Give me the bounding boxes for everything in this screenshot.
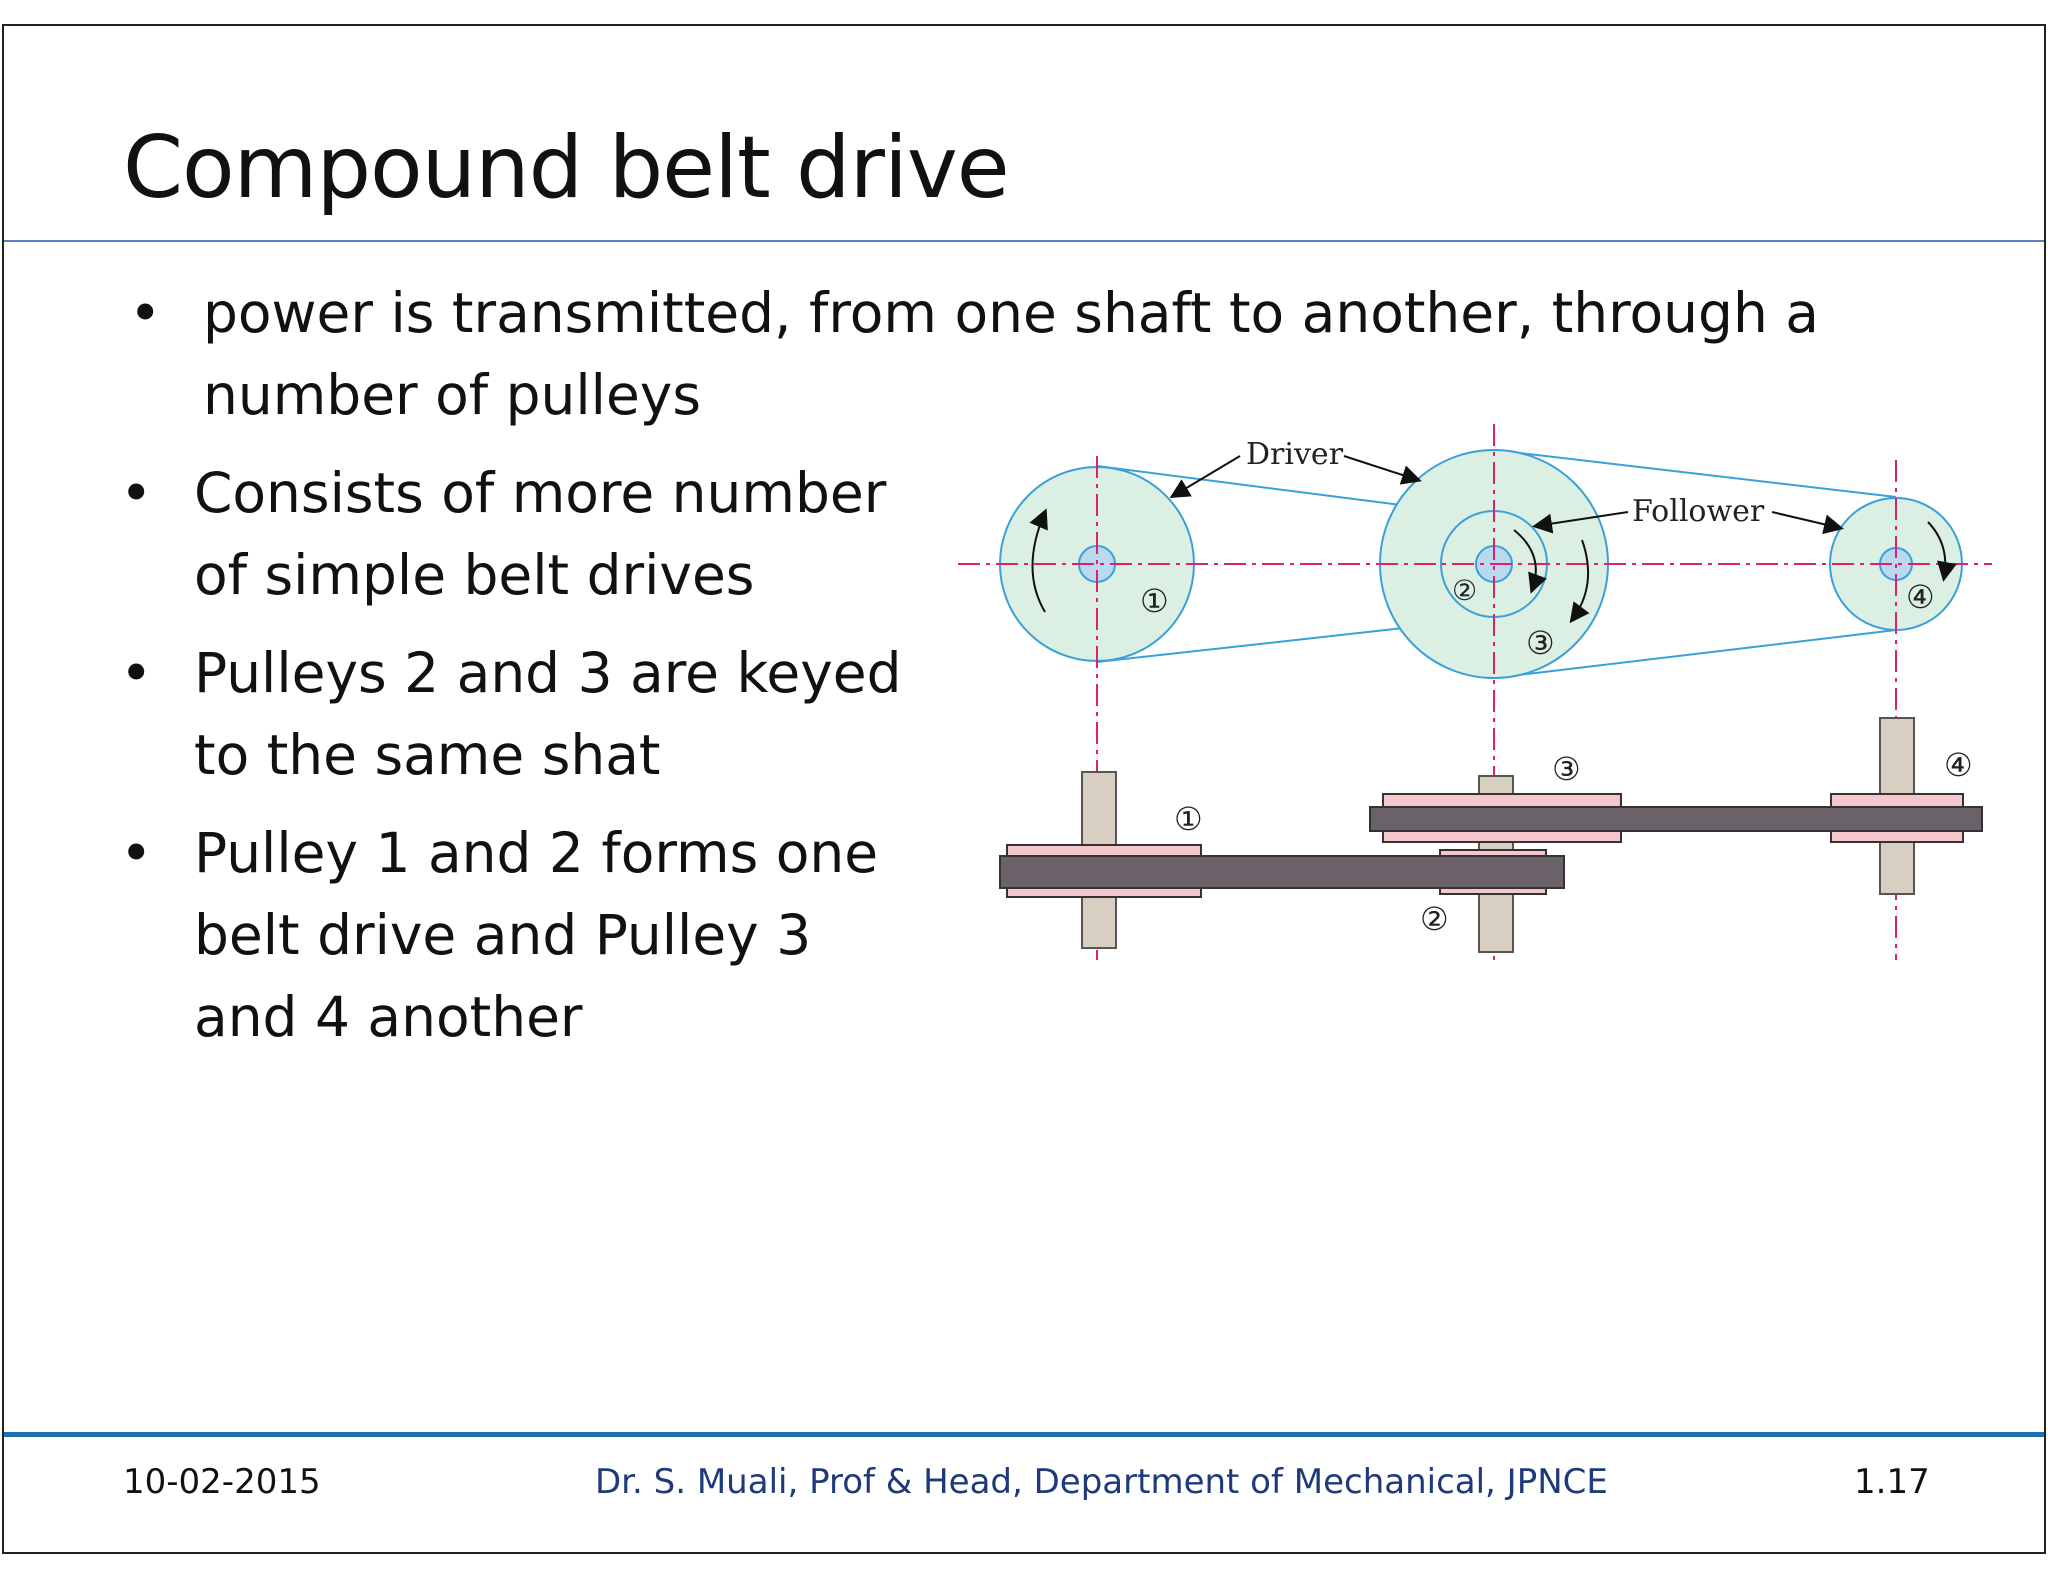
label-pulley-1-top: ① — [1140, 582, 1169, 620]
footer-date: 10-02-2015 — [123, 1462, 321, 1502]
belt-3-4-bottom — [1493, 629, 1897, 679]
driver-arrow-right — [1343, 455, 1422, 485]
belt-3-4-top — [1493, 449, 1897, 498]
bullet-dot: • — [120, 821, 153, 885]
label-pulley-3-side: ③ — [1552, 750, 1581, 788]
slide-number: 1.17 — [1854, 1462, 1930, 1502]
slide-frame — [2, 24, 2046, 1554]
bullet-4-text: Pulley 1 and 2 forms one belt drive and … — [194, 821, 879, 1049]
label-pulley-3-top: ③ — [1526, 624, 1555, 662]
bullet-1-text: power is transmitted, from one shaft to … — [203, 281, 1820, 427]
bullet-2-text: Consists of more number of simple belt d… — [194, 461, 887, 607]
bullet-dot: • — [120, 461, 153, 525]
title-divider — [4, 240, 2044, 242]
bullet-4: • Pulley 1 and 2 forms one belt drive an… — [120, 812, 914, 1058]
bullet-dot: • — [120, 641, 153, 705]
follower-arrow-right — [1771, 511, 1844, 535]
label-pulley-2-top: ② — [1452, 574, 1477, 607]
label-pulley-4-side: ④ — [1944, 746, 1973, 784]
bullet-3: • Pulleys 2 and 3 are keyed to the same … — [120, 632, 914, 796]
label-driver: Driver — [1246, 437, 1344, 472]
follower-arrow-left — [1532, 511, 1629, 534]
label-pulley-4-top: ④ — [1906, 578, 1935, 616]
driver-arrow-left — [1169, 455, 1241, 499]
belt-1-2-side — [999, 855, 1565, 889]
rotation-arrow-1 — [1029, 508, 1048, 613]
bullet-1: • power is transmitted, from one shaft t… — [129, 272, 1903, 436]
rotation-arrow-3 — [1569, 539, 1590, 624]
belt-3-4-side — [1369, 806, 1983, 832]
bullet-dot: • — [129, 281, 162, 345]
bullet-3-text: Pulleys 2 and 3 are keyed to the same sh… — [194, 641, 902, 787]
label-pulley-2-side: ② — [1420, 900, 1449, 938]
footer-author: Dr. S. Muali, Prof & Head, Department of… — [595, 1462, 1608, 1502]
rotation-arrow-2 — [1513, 529, 1547, 594]
compound-belt-drive-diagram: Driver Follower ① ② ③ ④ ① ② ③ ④ — [958, 424, 1992, 960]
slide-title: Compound belt drive — [123, 118, 1010, 218]
bullet-2: • Consists of more number of simple belt… — [120, 452, 914, 616]
top-view: Driver Follower ① ② ③ ④ — [958, 424, 1992, 960]
rotation-arrow-4 — [1927, 521, 1957, 582]
footer-divider — [4, 1432, 2044, 1437]
label-follower: Follower — [1632, 494, 1765, 529]
side-view: ① ② ③ ④ — [999, 717, 1983, 953]
label-pulley-1-side: ① — [1174, 800, 1203, 838]
